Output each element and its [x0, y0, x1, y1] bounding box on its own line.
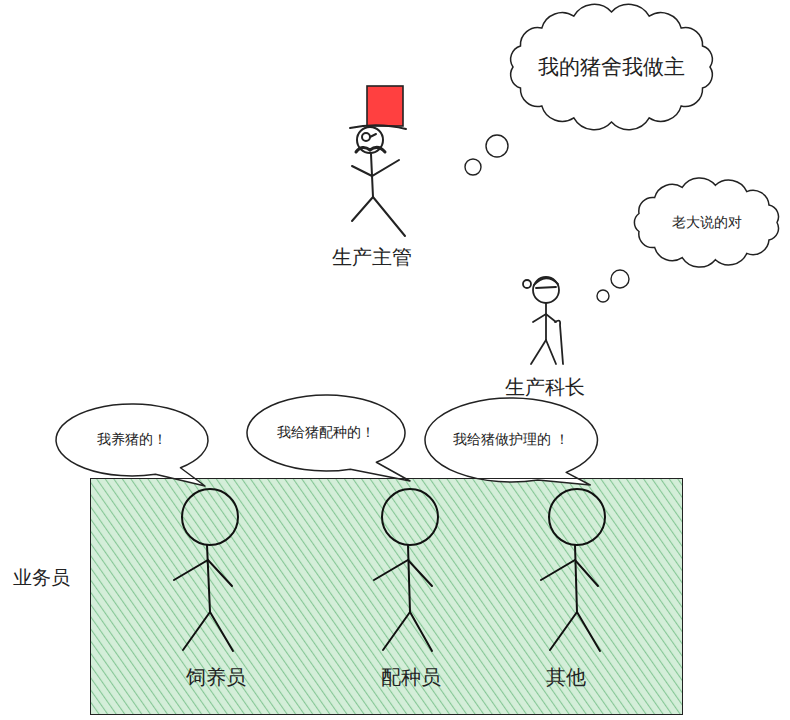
thought-dots — [465, 135, 629, 302]
staff-band: 业务员饲养员配种员其他 — [90, 478, 683, 715]
bubble-text: 我的猪舍我做主 — [538, 53, 685, 81]
speech-bubble: 我给猪配种的！ — [245, 393, 407, 473]
role-name: 饲养员 — [186, 664, 246, 691]
person-title: 生产科长 — [505, 374, 585, 401]
thought-bubble: 老大说的对 — [627, 175, 787, 270]
manager-figure — [350, 86, 406, 236]
role-name: 其他 — [546, 664, 586, 691]
bubble-text: 老大说的对 — [672, 214, 742, 232]
speech-bubble: 我给猪做护理的 ！ — [423, 396, 599, 484]
group-heading: 业务员 — [13, 565, 70, 591]
chief-figure — [523, 277, 563, 364]
speech-bubble: 我养猪的！ — [54, 402, 210, 478]
band-fill — [91, 479, 683, 715]
bubble-text: 我给猪做护理的 ！ — [453, 431, 569, 449]
role-name: 配种员 — [381, 664, 441, 691]
person-title: 生产主管 — [332, 244, 412, 271]
bubble-text: 我给猪配种的！ — [277, 424, 375, 442]
bubble-text: 我养猪的！ — [97, 431, 167, 449]
staff-figures — [174, 489, 605, 651]
thought-bubble: 我的猪舍我做主 — [503, 2, 720, 132]
